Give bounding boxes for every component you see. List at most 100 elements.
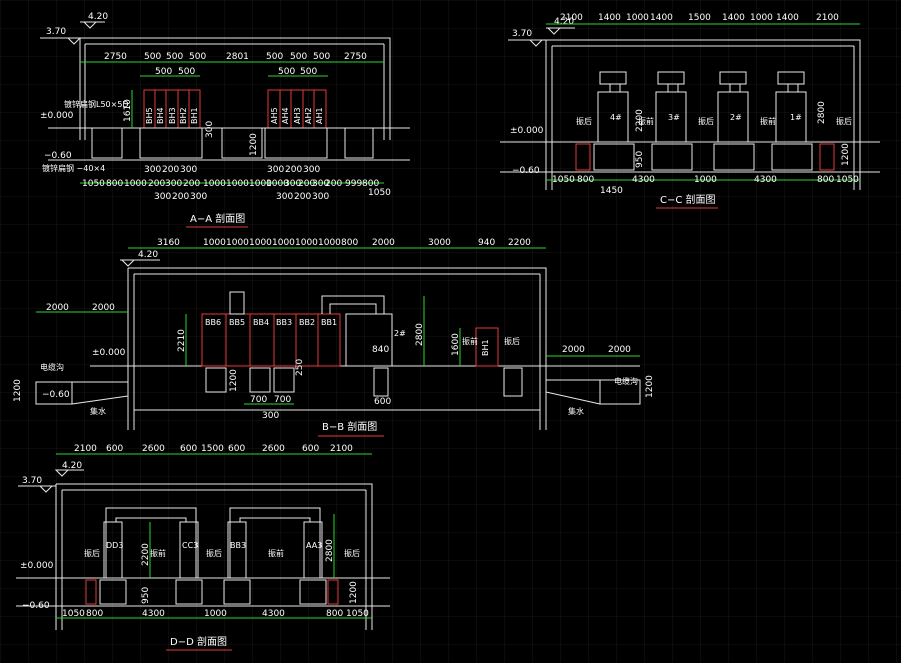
svg-text:BH2: BH2 — [179, 107, 188, 124]
svg-text:2600: 2600 — [142, 444, 165, 454]
svg-text:振后: 振后 — [698, 116, 714, 126]
svg-text:4.20: 4.20 — [554, 17, 574, 27]
svg-text:300: 300 — [154, 192, 171, 202]
svg-text:振前: 振前 — [638, 116, 654, 126]
svg-text:500: 500 — [266, 52, 283, 62]
cc-level-marks: 3.70 4.20 ±0.000 −0.60 — [508, 17, 575, 176]
svg-text:3160: 3160 — [157, 238, 180, 248]
svg-text:1000: 1000 — [272, 238, 295, 248]
svg-text:4.20: 4.20 — [62, 461, 82, 471]
svg-text:BB5: BB5 — [229, 318, 245, 327]
svg-text:−0.60: −0.60 — [22, 601, 50, 611]
aa-bot-dims3: 300 200 300 300 200 300 — [154, 192, 329, 202]
svg-text:CC3: CC3 — [182, 541, 198, 550]
svg-text:600: 600 — [228, 444, 245, 454]
svg-text:4300: 4300 — [632, 175, 655, 185]
aa-bot-dims1: 300 200 300 300 200 300 — [144, 165, 320, 175]
dd-bot-dims: 1050 800 4300 1000 4300 800 1050 — [62, 609, 369, 619]
svg-text:300: 300 — [190, 192, 207, 202]
svg-text:1000: 1000 — [124, 179, 147, 189]
svg-text:1000: 1000 — [694, 175, 717, 185]
aa-dim-300: 300 — [205, 121, 215, 138]
svg-text:800: 800 — [341, 238, 358, 248]
svg-text:−0.60: −0.60 — [42, 390, 70, 400]
svg-text:AH4: AH4 — [281, 107, 290, 124]
svg-text:2#: 2# — [730, 113, 742, 122]
aa-dim-1200: 1200 — [249, 133, 259, 156]
svg-text:AH5: AH5 — [270, 107, 279, 124]
svg-text:1000: 1000 — [295, 238, 318, 248]
svg-text:2000: 2000 — [46, 303, 69, 313]
svg-text:2200: 2200 — [508, 238, 531, 248]
aa-level-370: 3.70 — [46, 27, 66, 37]
svg-text:300: 300 — [144, 165, 161, 175]
dd-unit-labels: DD3 CC3 BB3 AA3 振后 振前 振后 振前 振后 — [84, 541, 360, 558]
svg-text:200: 200 — [285, 165, 302, 175]
svg-text:200: 200 — [148, 179, 165, 189]
svg-text:DD3: DD3 — [106, 541, 123, 550]
svg-text:2800: 2800 — [817, 101, 827, 124]
svg-text:AH2: AH2 — [304, 107, 313, 124]
svg-text:300: 300 — [312, 179, 329, 189]
svg-text:振后: 振后 — [504, 336, 520, 346]
svg-text:1050: 1050 — [836, 175, 859, 185]
svg-text:BH1: BH1 — [481, 339, 490, 356]
svg-text:2100: 2100 — [330, 444, 353, 454]
svg-text:BB4: BB4 — [253, 318, 269, 327]
svg-text:300: 300 — [165, 179, 182, 189]
bb-cabinet-labels: BB6 BB5 BB4 BB3 BB2 BB1 2# BH1 振后 振前 — [205, 318, 520, 356]
svg-text:600: 600 — [302, 444, 319, 454]
bb-roof-line — [128, 267, 547, 430]
svg-text:振后: 振后 — [84, 548, 100, 558]
svg-text:AA3: AA3 — [306, 541, 322, 550]
svg-text:500: 500 — [300, 67, 317, 77]
svg-text:4300: 4300 — [262, 609, 285, 619]
svg-text:300: 300 — [180, 165, 197, 175]
svg-text:1400: 1400 — [776, 13, 799, 23]
dd-level-marks: 3.70 4.20 ±0.000 −0.60 — [18, 461, 84, 611]
svg-text:1400: 1400 — [722, 13, 745, 23]
svg-text:电缆沟: 电缆沟 — [614, 376, 638, 386]
svg-text:200: 200 — [298, 179, 315, 189]
bb-transformer — [229, 291, 393, 367]
dd-roof-line — [56, 483, 373, 630]
svg-text:1000: 1000 — [204, 609, 227, 619]
svg-text:800: 800 — [326, 609, 343, 619]
dd-top-dims: 2100 600 2600 600 1500 600 2600 600 2100 — [74, 444, 353, 454]
bb-title: B−B 剖面图 — [322, 420, 377, 433]
svg-text:950: 950 — [141, 587, 151, 604]
dd-trenches — [85, 579, 339, 605]
cc-transformers — [597, 71, 807, 143]
svg-text:300: 300 — [262, 411, 279, 421]
svg-text:500: 500 — [290, 52, 307, 62]
svg-text:800: 800 — [106, 179, 123, 189]
svg-text:300: 300 — [284, 179, 301, 189]
aa-title: A−A 剖面图 — [190, 212, 245, 225]
svg-text:1200: 1200 — [645, 375, 655, 398]
aa-dim-1610: 1610 — [123, 99, 133, 122]
svg-text:BB6: BB6 — [205, 318, 221, 327]
bb-left-cable-trench — [35, 381, 129, 405]
svg-text:1000: 1000 — [626, 13, 649, 23]
svg-text:±0.000: ±0.000 — [20, 561, 54, 571]
svg-text:1000: 1000 — [750, 13, 773, 23]
bb-top-dims: 3160 1000 1000 1000 1000 1000 1000 800 2… — [157, 238, 531, 248]
svg-text:BH1: BH1 — [190, 107, 199, 124]
svg-text:振前: 振前 — [268, 548, 284, 558]
aa-level-marks: 3.70 4.20 ±0.000 −0.60 — [40, 12, 108, 161]
svg-text:2600: 2600 — [262, 444, 285, 454]
svg-text:1200: 1200 — [229, 369, 239, 392]
svg-text:200: 200 — [162, 165, 179, 175]
svg-text:2750: 2750 — [344, 52, 367, 62]
aa-level-0000: ±0.000 — [40, 111, 74, 121]
svg-text:BB3: BB3 — [276, 318, 292, 327]
svg-text:800: 800 — [86, 609, 103, 619]
bb-bot-dims: 700 700 300 600 — [250, 395, 391, 421]
svg-text:集水: 集水 — [90, 406, 106, 416]
svg-text:2#: 2# — [394, 329, 406, 338]
svg-text:1200: 1200 — [841, 143, 851, 166]
svg-text:1400: 1400 — [650, 13, 673, 23]
svg-text:±0.000: ±0.000 — [92, 348, 126, 358]
svg-text:3.70: 3.70 — [512, 29, 532, 39]
